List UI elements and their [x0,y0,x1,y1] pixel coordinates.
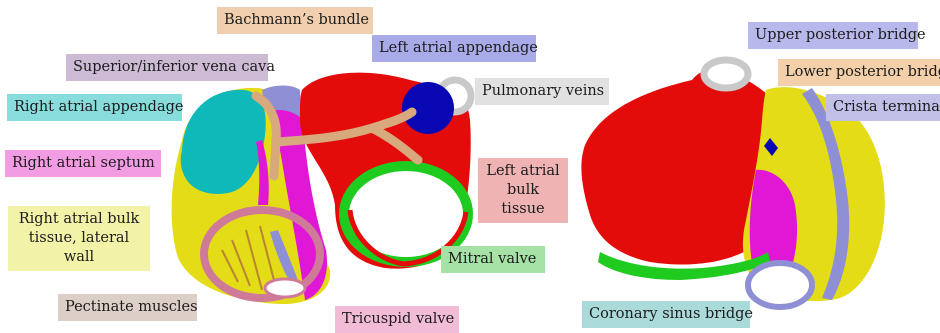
posterior-opening [748,263,812,307]
label-left-atrial-appendage: Left atrial appendage [372,35,536,62]
label-right-atrial-septum: Right atrial septum [5,150,161,177]
label-pectinate-muscles: Pectinate muscles [58,294,197,321]
vena-cava-opening [265,279,305,297]
label-bachmanns-bundle: Bachmann’s bundle [217,7,373,34]
label-lower-posterior-bridge: Lower posterior bridge [778,59,940,86]
left-atrial-appendage [402,82,454,134]
upper-posterior-bridge [704,60,748,88]
label-right-atrial-appendage: Right atrial appendage [7,94,182,121]
label-upper-posterior-bridge: Upper posterior bridge [748,22,918,49]
label-left-atrial-bulk-tissue: Left atrial bulk tissue [478,158,568,223]
label-coronary-sinus-bridge: Coronary sinus bridge [582,301,750,328]
label-mitral-valve: Mitral valve [441,246,545,273]
label-pulmonary-veins: Pulmonary veins [475,78,609,105]
label-vena-cava: Superior/inferior vena cava [66,54,268,81]
label-crista-terminalis: Crista terminalis [826,94,940,121]
label-right-atrial-bulk-tissue: Right atrial bulk tissue, lateral wall [8,206,150,271]
